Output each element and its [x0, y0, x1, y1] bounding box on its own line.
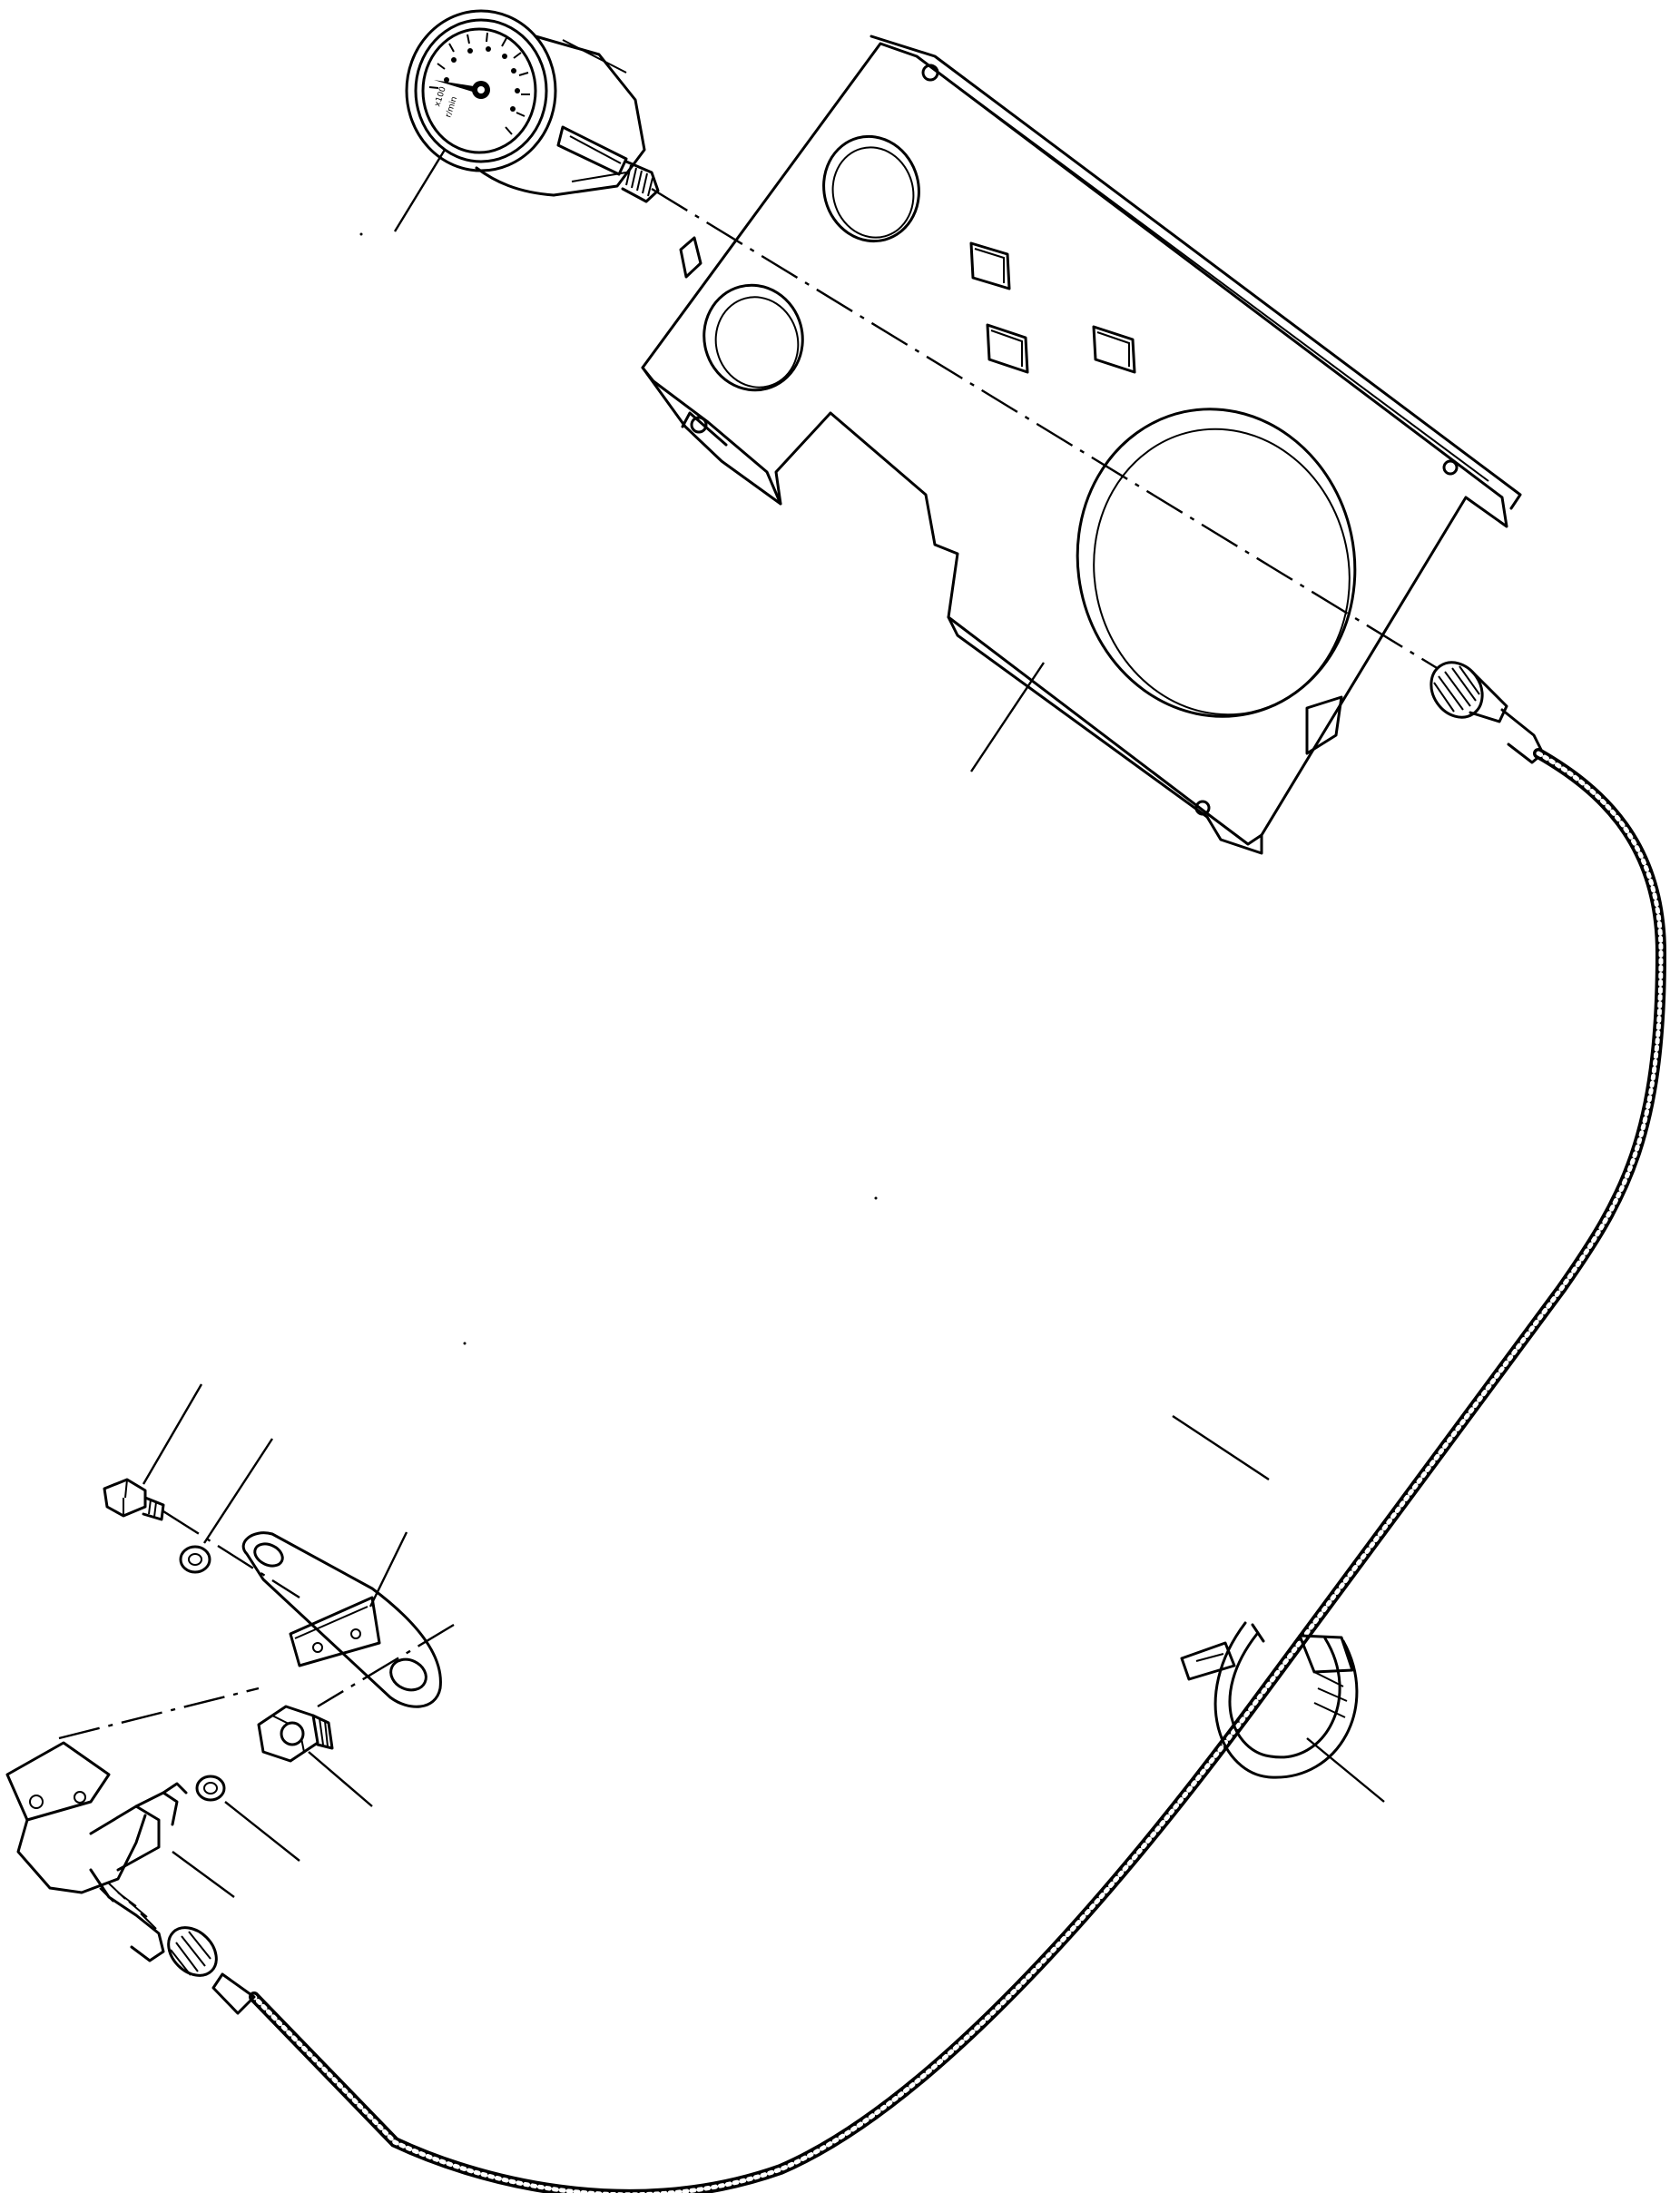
mounting-bolt: [104, 1480, 163, 1519]
lock-washer: [181, 1547, 210, 1572]
center-axis-gauge-cable: [652, 189, 1450, 676]
axis-bolt-bracket: [163, 1511, 300, 1598]
tachometer-gauge: x100 r/min: [407, 11, 658, 202]
adapter-nut: [259, 1706, 332, 1761]
leader-line-gauge: [395, 150, 445, 231]
leader-line-cable: [1173, 1416, 1269, 1480]
speedometer-cable: [159, 653, 1661, 2193]
stray-dot-2: [463, 1342, 467, 1345]
angle-drive-unit: [7, 1743, 186, 1961]
leader-line-sealing-washer: [225, 1802, 300, 1861]
sealing-washer: [197, 1776, 224, 1800]
leader-line-panel: [971, 663, 1044, 772]
leader-line-angle-drive: [172, 1852, 234, 1897]
hose-clamp: [1182, 1623, 1357, 1777]
leader-line-adapter: [309, 1752, 372, 1806]
leader-line-clamp: [1307, 1738, 1384, 1802]
cable-lower-connector: [159, 1918, 254, 2013]
axis-bracket-adapter: [318, 1625, 454, 1706]
cable-upper-connector: [1420, 653, 1543, 762]
axis-angle-drive: [59, 1688, 259, 1738]
leader-line-bolt: [143, 1384, 201, 1484]
stray-dot-3: [874, 1196, 878, 1200]
leader-line-bracket: [370, 1532, 407, 1607]
instrument-panel: [643, 36, 1520, 853]
stray-dot-1: [359, 232, 363, 236]
leader-line-washer: [204, 1439, 272, 1543]
mounting-bracket: [243, 1533, 440, 1707]
